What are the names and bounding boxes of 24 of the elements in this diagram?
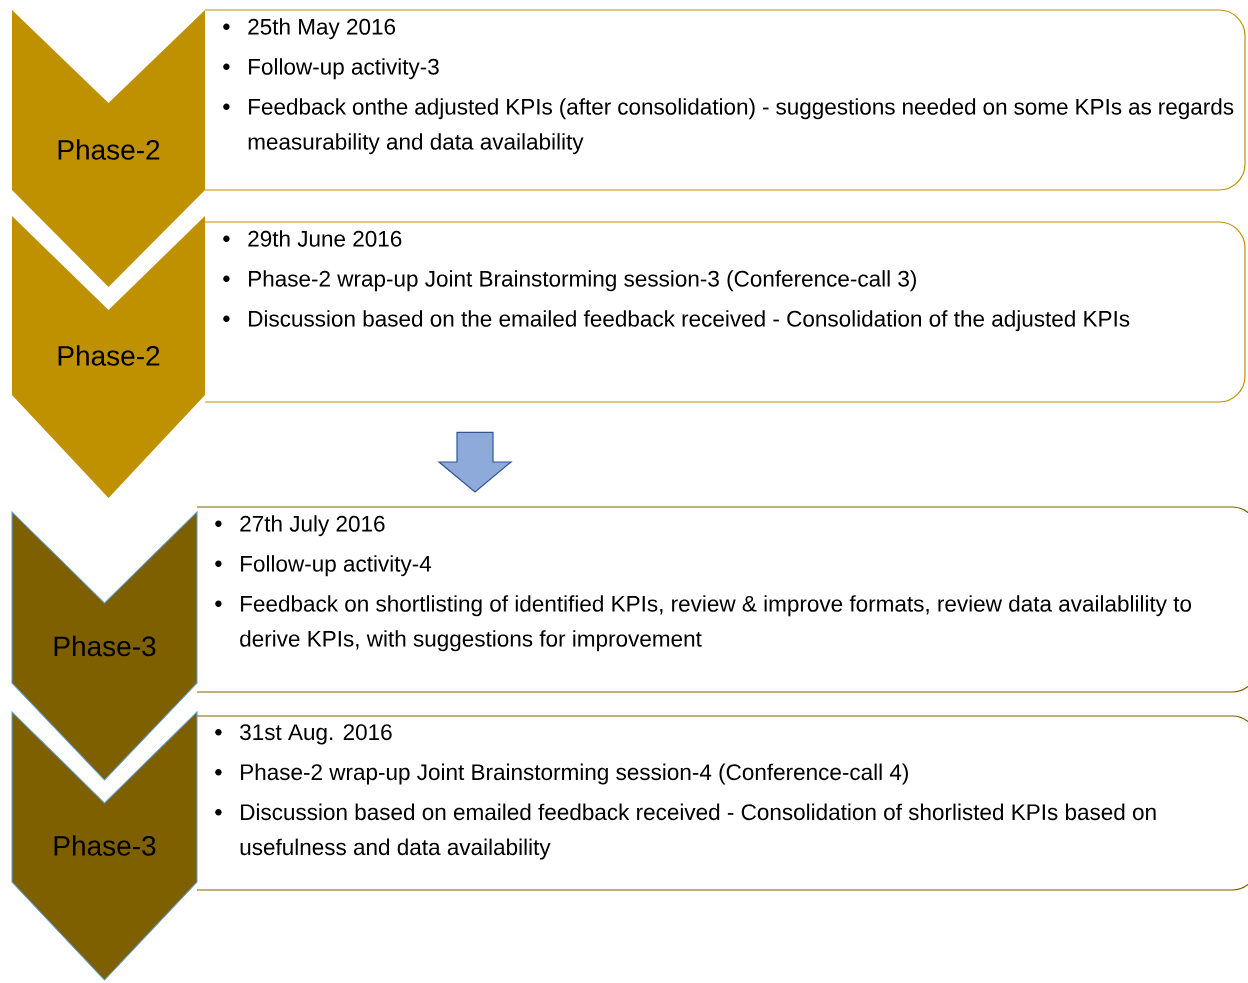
phase-band: Phase-2 <box>12 10 205 287</box>
bullet-text: Discussion based on emailed feedback received - Consolidation of shorlisted KPIs based on usefulness and data availability <box>215 803 1156 860</box>
bullet-text: 27th July 2016 <box>215 515 385 537</box>
phase-band: Phase-3 <box>11 711 198 981</box>
phase-band: Phase-3 <box>11 511 198 781</box>
bullet-text: Phase-2 wrap-up Joint Brainstorming session-3 (Conference-call 3) <box>223 270 916 292</box>
text-box <box>204 221 1246 403</box>
bullet-text: 31st Aug. 2016 <box>215 724 392 745</box>
bullet-text: Phase-2 wrap-up Joint Brainstorming session-4 (Conference-call 4) <box>215 763 908 785</box>
bullet-text: Feedback on shortlisting of identified KPIs, review & improve formats, review data availablility to derive KPIs, with suggestions for improvement <box>215 595 1192 652</box>
text-box <box>196 715 1248 891</box>
bullet-text: Follow-up activity-3 <box>223 58 439 80</box>
bullet-text: Feedback onthe adjusted KPIs (after consolidation) - suggestions needed on some KPIs as regards measurability and data availability <box>223 98 1234 155</box>
text-box <box>204 9 1246 191</box>
bullet-text: Follow-up activity-4 <box>215 555 432 577</box>
bullet-text: 25th May 2016 <box>223 18 396 40</box>
node-label: Phase-3 <box>54 835 156 856</box>
phase-band: Phase-2 <box>12 216 205 498</box>
node-label: Phase-2 <box>58 345 160 366</box>
bullet-text: Discussion based on the emailed feedback received - Consolidation of the adjusted KPIs <box>223 310 1130 332</box>
text-box <box>196 506 1248 693</box>
bullet-text: 29th June 2016 <box>223 230 402 247</box>
node-label: Phase-2 <box>58 139 160 160</box>
block-arrow <box>437 431 513 493</box>
